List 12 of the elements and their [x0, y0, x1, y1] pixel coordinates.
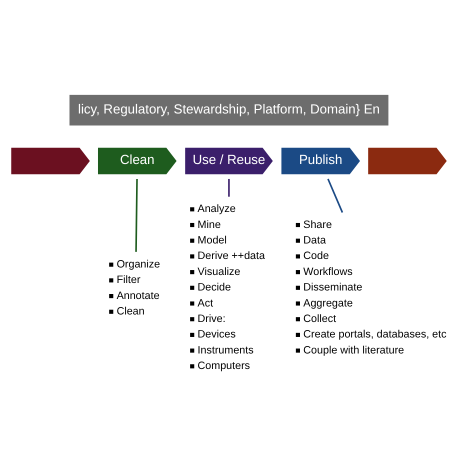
node-box: licy, Regulatory, Stewardship, Platform, Domain} En — [69, 94, 388, 126]
node-text: Analyze Mine Model Derive ++data Visualize Decide Act Drive: Devices Instruments Computers — [198, 203, 265, 372]
connector — [228, 178, 230, 197]
node-label: Annotate — [116, 290, 160, 302]
node-chevron — [368, 148, 447, 174]
node-label: Organize — [116, 258, 160, 270]
node-chevron — [11, 148, 90, 174]
node-text: Share Data Code Workflows Disseminate Aggregate Collect Create portals, databases, etc Couple with literature — [303, 218, 447, 356]
node-label: Clean — [116, 306, 145, 318]
node-label: Filter — [116, 274, 140, 286]
connector — [135, 178, 138, 252]
connector — [327, 178, 344, 213]
